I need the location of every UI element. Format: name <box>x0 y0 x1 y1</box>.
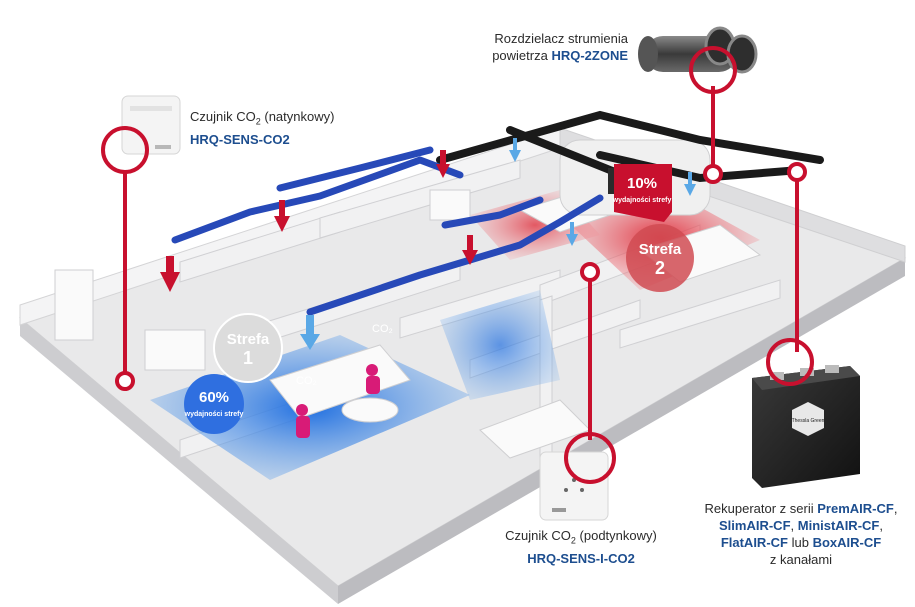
ceiling-sensor-image <box>121 95 181 155</box>
zone2-name: Strefa <box>639 241 682 258</box>
callout-dots <box>115 162 807 391</box>
zone1-badge: Strefa 1 60% wydajności strefy <box>184 313 283 434</box>
zone2-percent: 10% <box>627 175 657 192</box>
zone2-badge: Strefa 2 10% wydajności strefy <box>612 164 694 292</box>
zone1-number: 1 <box>243 348 253 368</box>
recuperator-unit-image: Thessla Green <box>752 365 860 488</box>
model-premair: PremAIR-CF <box>817 501 894 516</box>
unit-brand: Thessla Green <box>792 418 825 424</box>
slab-edge-right <box>338 258 905 604</box>
model-ministair: MinistAIR-CF <box>797 518 880 533</box>
co2-mark-1: CO₂ <box>372 323 393 335</box>
model-slimair: SlimAIR-CF <box>719 518 791 533</box>
zone2-number: 2 <box>655 258 665 278</box>
ceiling-sensor-product: HRQ-SENS-CO2 <box>190 131 290 147</box>
model-flatair: FlatAIR-CF <box>720 535 788 550</box>
flush-sensor-image <box>539 451 609 521</box>
flush-sensor-label: Czujnik CO2 (podtynkowy) HRQ-SENS-I-CO2 <box>496 527 666 567</box>
callout-leaders <box>123 86 799 440</box>
recuperator-label: Rekuperator z serii PremAIR-CF, SlimAIR-… <box>704 501 898 567</box>
zone1-percent: 60% <box>199 389 229 406</box>
zone1-floor-highlight-2 <box>440 290 560 400</box>
people <box>296 364 380 438</box>
extract-arrows <box>300 138 696 350</box>
model-boxair: BoxAIR-CF <box>812 535 882 550</box>
co2-mark-2: CO₂ <box>296 375 317 387</box>
flush-sensor-product: HRQ-SENS-I-CO2 <box>527 550 635 566</box>
zone1-caption: wydajności strefy <box>184 411 244 418</box>
slab-edge-left <box>20 318 338 604</box>
splitter-product: HRQ-2ZONE <box>551 48 628 63</box>
zone1-name: Strefa <box>227 331 270 348</box>
supply-arrows <box>160 150 478 292</box>
supply-ducts <box>171 146 604 316</box>
callout-rings <box>101 46 814 484</box>
splitter-product-image <box>638 26 758 74</box>
zone2-caption: wydajności strefy <box>612 197 672 204</box>
splitter-label: Rozdzielacz strumienia powietrza HRQ-2ZO… <box>492 31 628 63</box>
ceiling-sensor-label: Czujnik CO2 (natynkowy) HRQ-SENS-CO2 <box>190 109 335 147</box>
